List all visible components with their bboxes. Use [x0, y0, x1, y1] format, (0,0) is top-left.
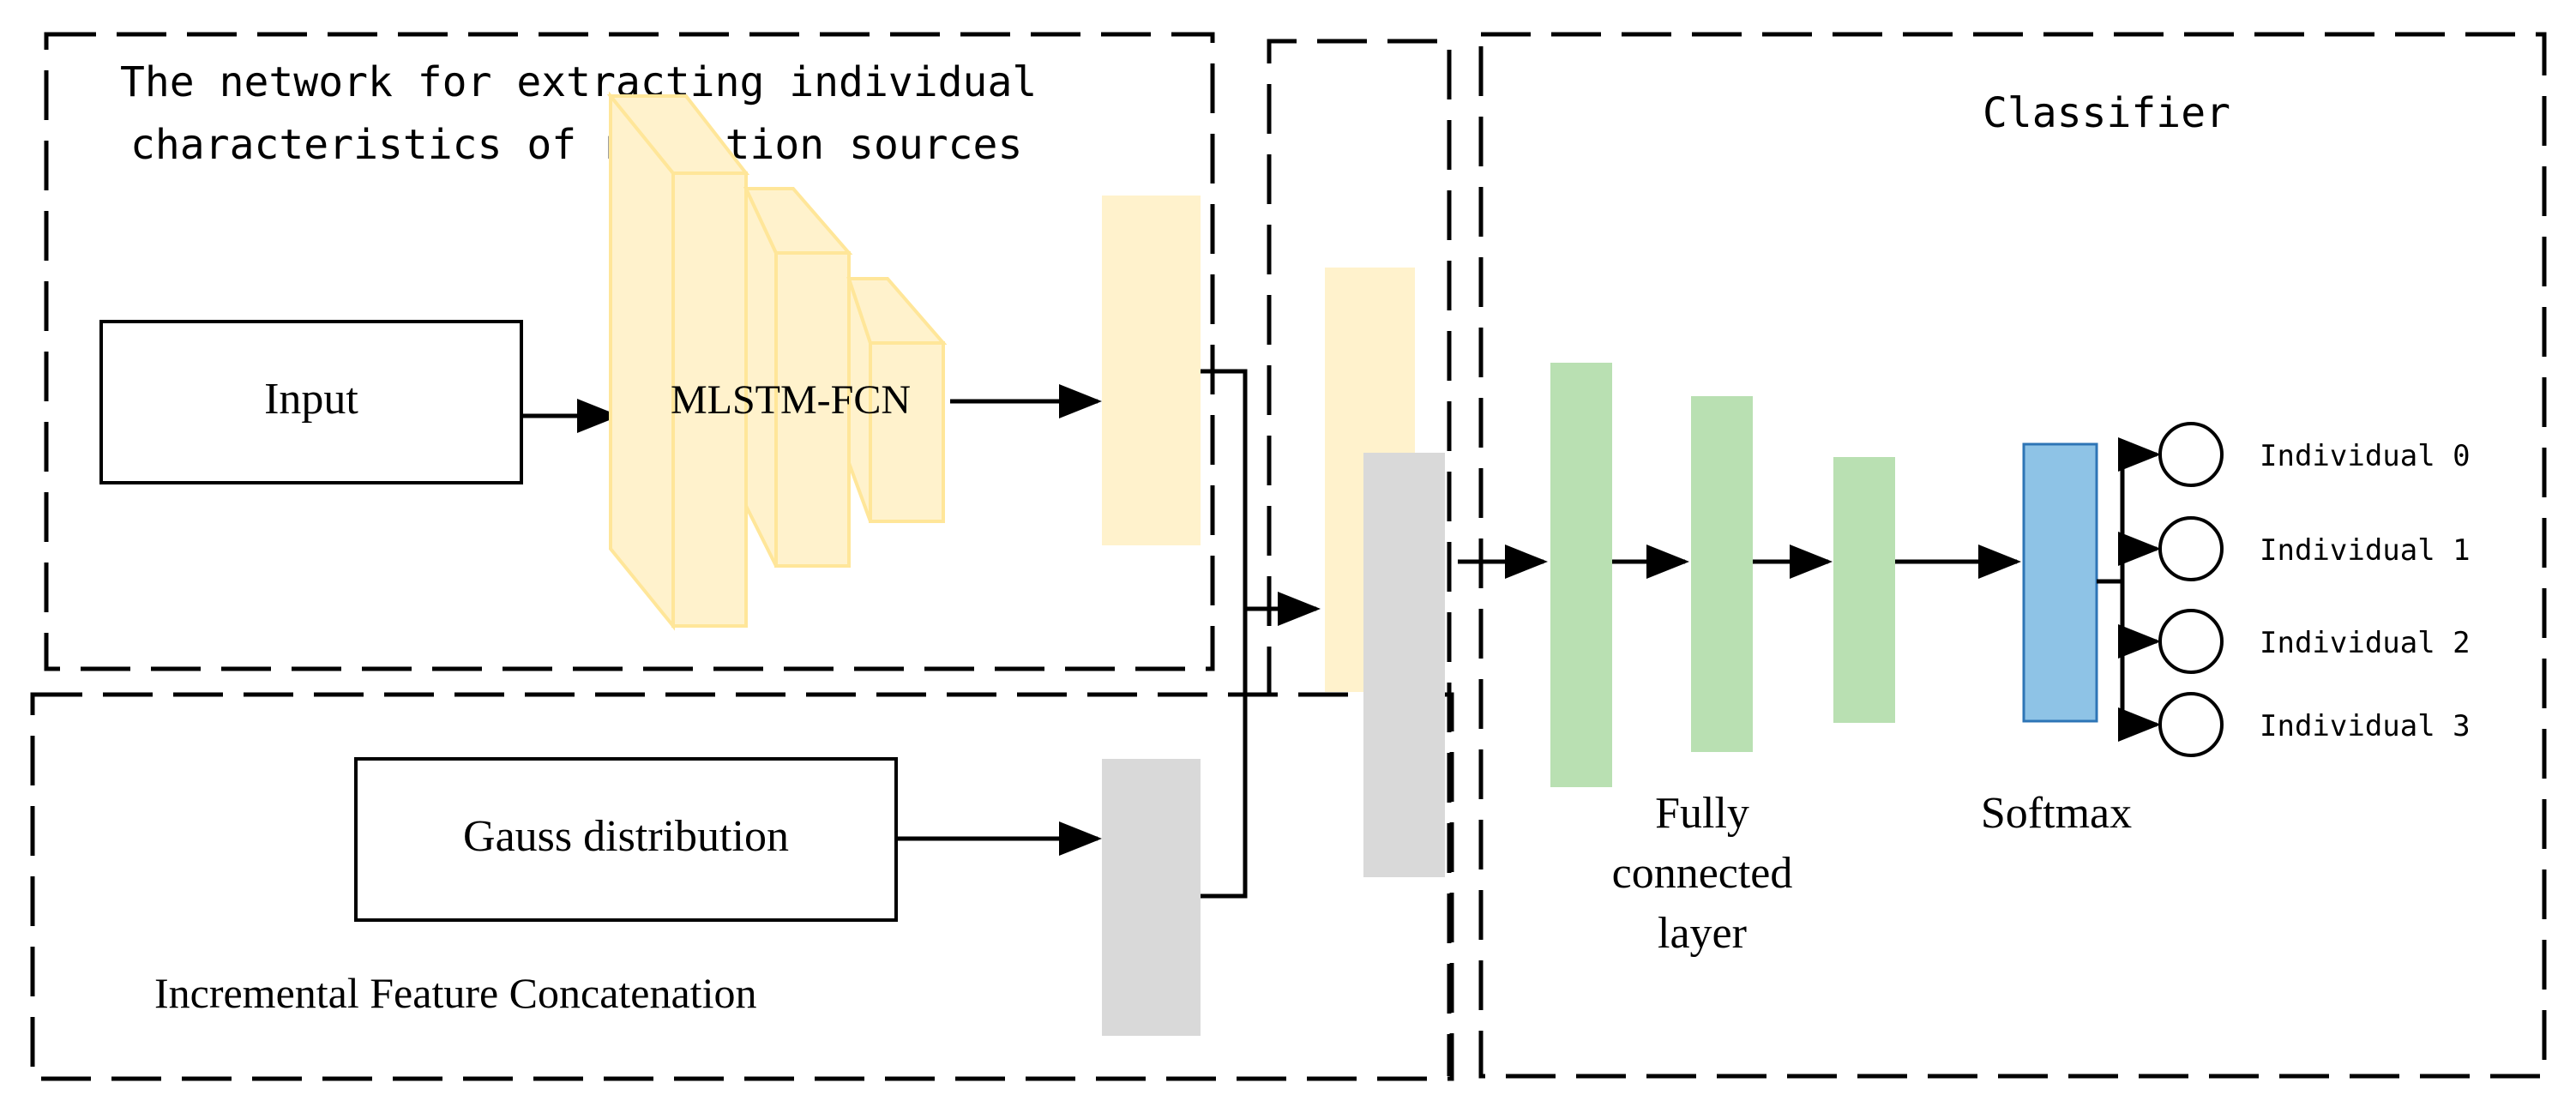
- connector-feature-top: [1201, 369, 1248, 899]
- softmax-layer: [2022, 442, 2098, 723]
- output-label-1: Individual 1: [2260, 533, 2471, 568]
- fc-label-line2: connected: [1612, 849, 1793, 898]
- input-label: Input: [264, 375, 358, 424]
- fc-layer-2: [1691, 396, 1753, 752]
- extracted-feature-vector: [1102, 196, 1201, 545]
- input-box: [99, 320, 523, 484]
- output-node-3: [2158, 692, 2224, 757]
- concat-gray-part: [1363, 453, 1445, 877]
- fc-layer-1: [1550, 363, 1612, 787]
- mlstm-fcn-block: [606, 91, 948, 631]
- extraction-title-line2: characteristics of radiation sources: [130, 121, 1022, 169]
- gauss-label: Gauss distribution: [463, 812, 789, 861]
- concat-title: Incremental Feature Concatenation: [154, 969, 756, 1017]
- output-label-0: Individual 0: [2260, 439, 2471, 473]
- mlstm-label: MLSTM-FCN: [671, 377, 911, 423]
- softmax-label: Softmax: [1981, 789, 2132, 838]
- output-node-0: [2158, 422, 2224, 487]
- extraction-region: [44, 32, 1215, 671]
- classifier-region: [1478, 32, 2547, 1079]
- output-label-2: Individual 2: [2260, 626, 2471, 660]
- output-node-2: [2158, 609, 2224, 674]
- fc-label-line1: Fully: [1655, 789, 1749, 838]
- classifier-title: Classifier: [1983, 89, 2230, 137]
- output-node-1: [2158, 516, 2224, 581]
- gauss-box: [354, 757, 898, 922]
- fc-label-line3: layer: [1658, 909, 1747, 958]
- gauss-feature-vector: [1102, 759, 1201, 1036]
- output-label-3: Individual 3: [2260, 709, 2471, 743]
- concat-inner-dashed: [1267, 39, 1452, 1076]
- extraction-title-line1: The network for extracting individual: [120, 58, 1037, 106]
- concat-region: [30, 692, 1454, 1081]
- fc-layer-3: [1833, 457, 1895, 723]
